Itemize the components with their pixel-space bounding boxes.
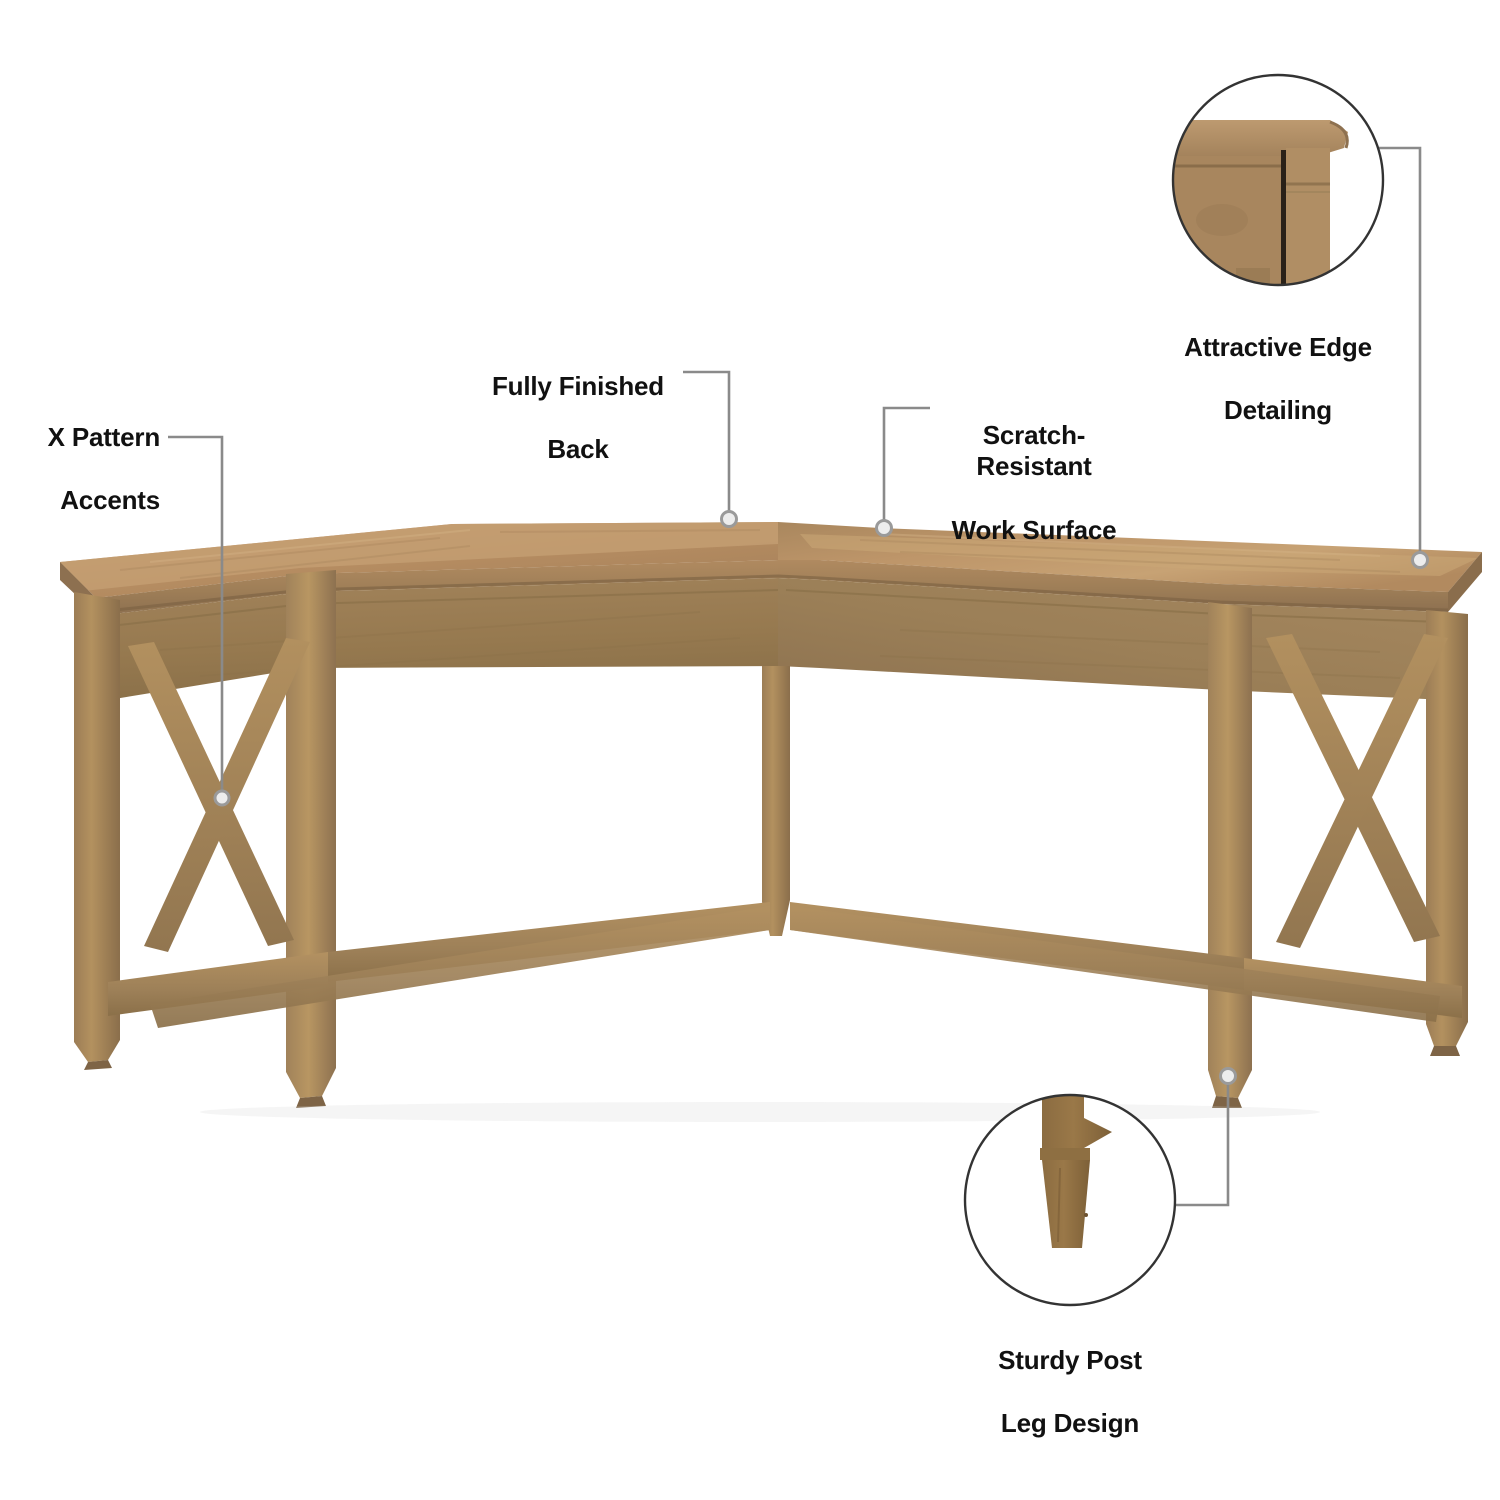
callout-line-1: X Pattern bbox=[47, 421, 161, 452]
desk-leg-right-inner bbox=[1208, 602, 1252, 1108]
desk-apron bbox=[96, 578, 1448, 702]
desk-leg-center-corner bbox=[762, 666, 790, 936]
desk-leg-right-front bbox=[1426, 610, 1468, 1056]
leader-markers bbox=[213, 510, 1429, 1085]
callout-label-fully-finished-back: Fully Finished Back bbox=[478, 339, 678, 498]
callout-line-2: Back bbox=[547, 434, 609, 465]
callout-label-attractive-edge-detailing: Attractive Edge Detailing bbox=[1164, 300, 1392, 459]
callout-label-x-pattern-accents: X Pattern Accents bbox=[0, 390, 161, 549]
callout-line-1: Attractive Edge bbox=[1184, 331, 1372, 362]
desk-edge-detail bbox=[60, 552, 1482, 616]
desk-top-surface bbox=[60, 522, 1482, 598]
x-pattern-panel-right bbox=[790, 634, 1462, 1022]
callout-line-1: Sturdy Post bbox=[998, 1344, 1142, 1375]
leader-lines bbox=[168, 146, 1422, 1207]
callout-label-scratch-resistant-work-surface: Scratch-Resistant Work Surface bbox=[928, 388, 1140, 578]
marker-x-pattern bbox=[213, 789, 231, 807]
inset-attractive-edge-detailing bbox=[1171, 73, 1385, 287]
callout-line-2: Accents bbox=[60, 485, 160, 516]
marker-sturdy-post-leg bbox=[1219, 1067, 1237, 1085]
callout-label-sturdy-post-leg-design: Sturdy Post Leg Design bbox=[958, 1313, 1182, 1472]
leader-line-fully-finished-back bbox=[683, 370, 731, 512]
inset-sturdy-post-leg bbox=[963, 1093, 1177, 1307]
marker-scratch-resistant bbox=[875, 519, 893, 537]
desk-leg-left-front bbox=[74, 592, 120, 1070]
callout-line-1: Fully Finished bbox=[492, 370, 664, 401]
marker-fully-finished-back bbox=[720, 510, 738, 528]
callout-line-2: Leg Design bbox=[1000, 1408, 1140, 1439]
leader-line-sturdy-post-leg bbox=[1170, 1084, 1230, 1207]
callout-line-2: Detailing bbox=[1224, 395, 1332, 426]
desk-illustration bbox=[60, 522, 1482, 1122]
marker-attractive-edge bbox=[1411, 551, 1429, 569]
leader-line-attractive-edge bbox=[1372, 146, 1422, 553]
callout-line-1: Scratch-Resistant bbox=[976, 419, 1092, 482]
callout-line-2: Work Surface bbox=[951, 514, 1117, 545]
leader-line-scratch-resistant bbox=[882, 406, 930, 521]
leader-line-x-pattern bbox=[168, 435, 224, 792]
